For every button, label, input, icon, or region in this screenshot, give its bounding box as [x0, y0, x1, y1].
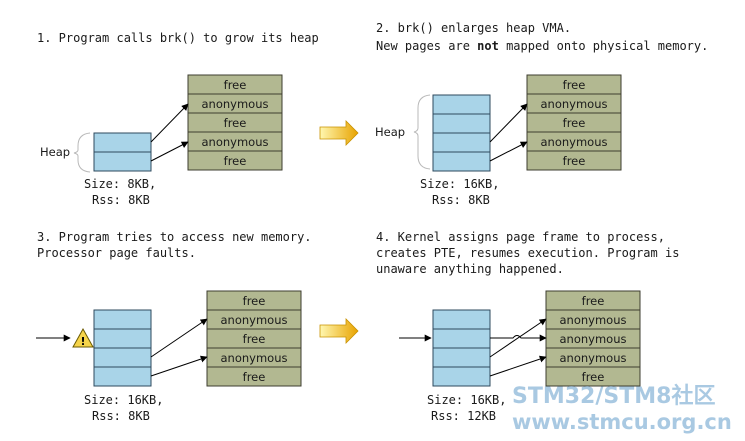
- heap-page: [93, 132, 152, 153]
- panel-4: 4. Kernel assigns page frame to process,…: [376, 230, 679, 423]
- mapping-arrow: [150, 318, 208, 358]
- page-frame: [187, 150, 283, 171]
- heap-label: Heap: [40, 145, 70, 159]
- mapping-arrow: [150, 355, 208, 377]
- page-label: free: [582, 370, 605, 384]
- mapping-arrow: [490, 334, 547, 342]
- panel-3: 3. Program tries to access new memory. P…: [36, 230, 312, 423]
- page-label: free: [243, 294, 266, 308]
- panel-1-caption: 1. Program calls brk() to grow its heap: [37, 31, 319, 45]
- rss-text: Rss: 8KB: [92, 409, 150, 423]
- heap-page: [432, 132, 491, 153]
- physical-pages: free anonymous anonymous anonymous free: [545, 290, 641, 387]
- page-label: anonymous: [560, 313, 627, 327]
- heap-brace: [413, 94, 431, 170]
- rss-text: Rss: 12KB: [431, 409, 496, 423]
- watermark-title: STM32/STM8社区: [512, 383, 715, 409]
- page-label: free: [243, 370, 266, 384]
- page-label: free: [563, 78, 586, 92]
- page-label: anonymous: [560, 351, 627, 365]
- heap-page: [432, 113, 491, 134]
- page-label: anonymous: [541, 135, 608, 149]
- panel-4-caption-line2: creates PTE, resumes execution. Program …: [376, 246, 679, 260]
- size-text: Size: 16KB,: [84, 393, 163, 407]
- size-text: Size: 8KB,: [84, 177, 156, 191]
- heap-page: [93, 366, 152, 387]
- panel-4-caption-line1: 4. Kernel assigns page frame to process,: [376, 230, 665, 244]
- heap-page: [93, 309, 152, 330]
- page-label: anonymous: [221, 351, 288, 365]
- heap-brace: [73, 132, 91, 173]
- step-arrow-icon: [319, 120, 359, 146]
- heap-page: [432, 94, 491, 115]
- physical-pages: free anonymous free anonymous free: [526, 74, 622, 171]
- panel-1: 1. Program calls brk() to grow its heap …: [37, 31, 319, 207]
- heap-page: [432, 347, 491, 368]
- page-label: anonymous: [541, 97, 608, 111]
- page-label: anonymous: [560, 332, 627, 346]
- page-label: free: [224, 154, 247, 168]
- panel-3-caption-line2: Processor page faults.: [37, 246, 196, 260]
- mapping-arrow: [150, 103, 189, 143]
- emphasis-not: not: [477, 39, 499, 53]
- mapping-arrow: [150, 141, 189, 162]
- page-label: free: [563, 116, 586, 130]
- mapping-arrow: [489, 103, 528, 143]
- panel-3-caption-line1: 3. Program tries to access new memory.: [37, 230, 312, 244]
- watermark-url: www.stmcu.org.cn: [512, 410, 732, 434]
- mapping-arrow: [489, 141, 528, 162]
- page-label: free: [224, 116, 247, 130]
- physical-pages: free anonymous free anonymous free: [187, 74, 283, 171]
- page-frame: [206, 366, 302, 387]
- heap-page: [93, 347, 152, 368]
- page-label: anonymous: [202, 97, 269, 111]
- watermark: STM32/STM8社区 www.stmcu.org.cn: [512, 383, 732, 434]
- page-label: anonymous: [202, 135, 269, 149]
- heap-page: [432, 366, 491, 387]
- heap-page: [432, 309, 491, 330]
- rss-text: Rss: 8KB: [432, 193, 490, 207]
- rss-text: Rss: 8KB: [92, 193, 150, 207]
- warning-icon: !: [72, 327, 94, 348]
- step-arrow-icon: [319, 318, 359, 344]
- page-label: free: [224, 78, 247, 92]
- page-label: free: [243, 332, 266, 346]
- page-label: free: [582, 294, 605, 308]
- size-text: Size: 16KB,: [420, 177, 499, 191]
- mapping-arrow: [489, 355, 547, 377]
- heap-page: [93, 151, 152, 172]
- heap-page: [93, 328, 152, 349]
- panel-4-caption-line3: unaware anything happened.: [376, 262, 564, 276]
- physical-pages: free anonymous free anonymous free: [206, 290, 302, 387]
- heap-label: Heap: [375, 125, 405, 139]
- page-frame: [545, 366, 641, 387]
- page-frame: [526, 150, 622, 171]
- page-label: anonymous: [221, 313, 288, 327]
- heap-page: [432, 151, 491, 172]
- mapping-arrow: [489, 318, 547, 358]
- panel-2-caption-line1: 2. brk() enlarges heap VMA.: [376, 21, 571, 35]
- size-text: Size: 16KB,: [427, 393, 506, 407]
- panel-2-caption-line2: New pages are not mapped onto physical m…: [376, 39, 708, 53]
- panel-2: 2. brk() enlarges heap VMA. New pages ar…: [375, 21, 708, 207]
- svg-text:!: !: [80, 335, 85, 348]
- page-label: free: [563, 154, 586, 168]
- heap-page: [432, 328, 491, 349]
